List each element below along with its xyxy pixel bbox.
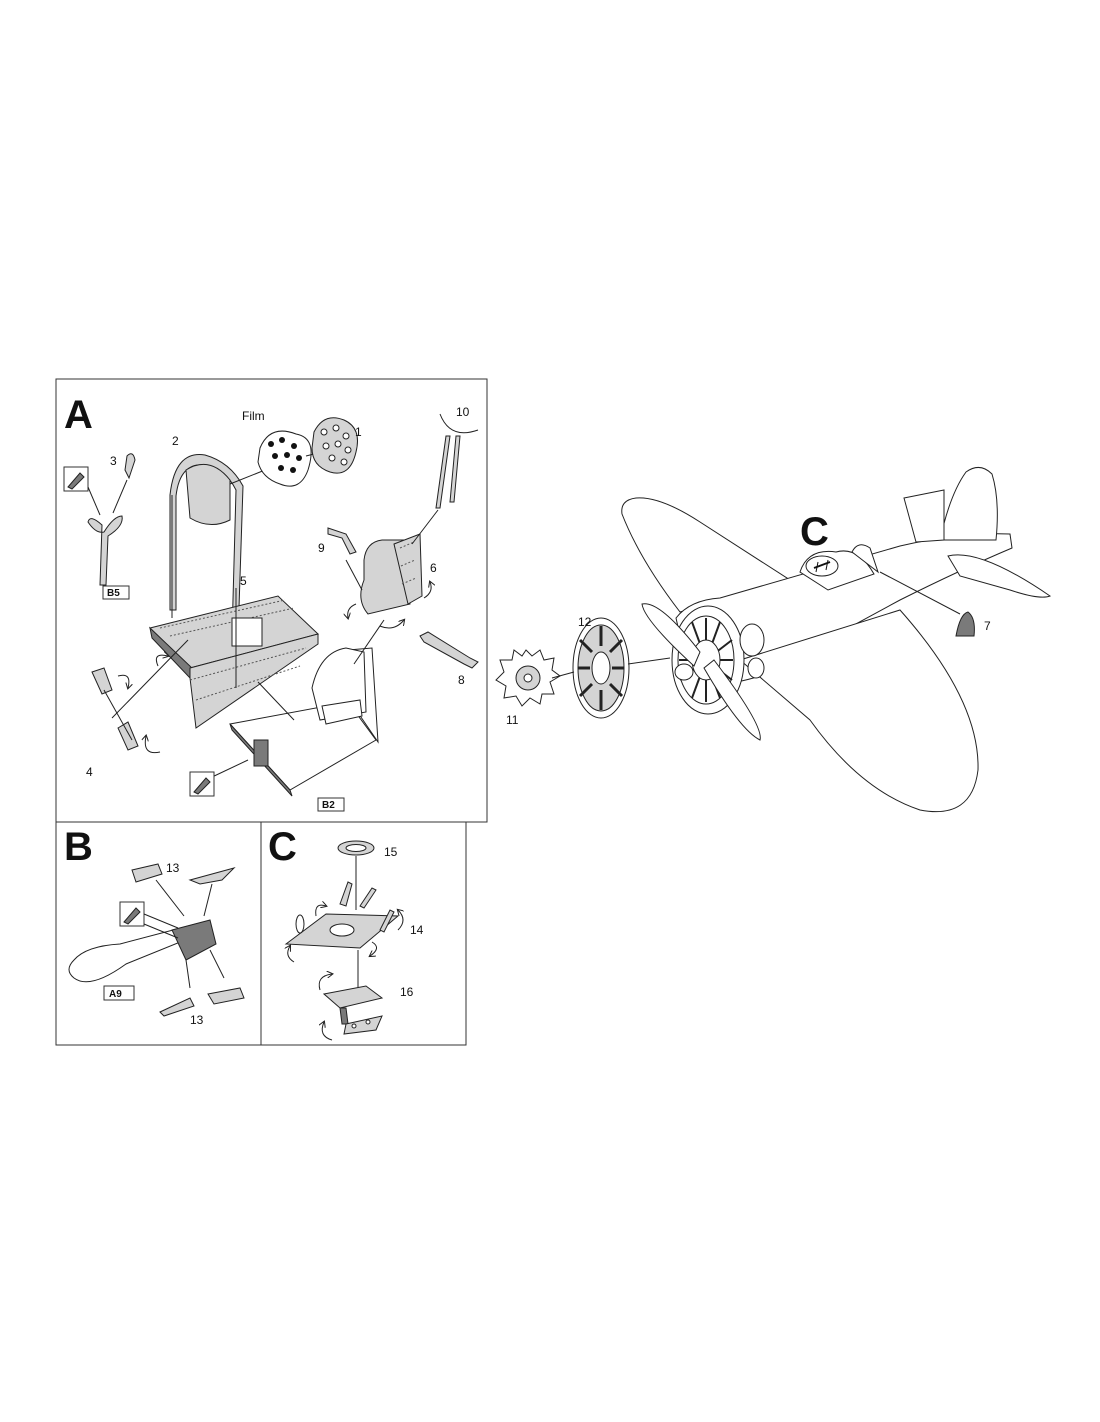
part-4-bracket xyxy=(91,667,139,751)
part-number-14: 14 xyxy=(410,923,424,937)
fold-arrow-icon xyxy=(423,582,431,599)
fold-arrow-icon xyxy=(379,620,404,629)
fold-arrow-icon xyxy=(398,910,403,931)
film-instrument-panel xyxy=(257,430,312,487)
part-number-13: 13 xyxy=(190,1013,204,1027)
part-number-6: 6 xyxy=(430,561,437,575)
part-number-7: 7 xyxy=(984,619,991,633)
part-b5-hook xyxy=(87,515,123,586)
part-number-1: 1 xyxy=(355,425,362,439)
fold-arrow-icon xyxy=(370,941,377,956)
part-1-panel xyxy=(311,417,358,474)
svg-text:B5: B5 xyxy=(107,588,120,599)
part-2-panel xyxy=(185,463,231,525)
part-number-12: 12 xyxy=(578,615,592,629)
film-label: Film xyxy=(242,409,265,423)
part-13-plate xyxy=(159,997,195,1017)
aircraft-callout-letter: C xyxy=(800,510,829,554)
part-5-floor xyxy=(149,595,319,729)
knife-cut-icon xyxy=(63,466,89,492)
part-number-4: 4 xyxy=(86,765,93,779)
part-number-2: 2 xyxy=(172,434,179,448)
panel-a-letter: A xyxy=(64,393,93,437)
part-13-plate xyxy=(188,867,236,885)
part-number-5: 5 xyxy=(240,574,247,588)
part-3-shape xyxy=(124,453,136,480)
fold-arrow-icon xyxy=(348,603,357,618)
part-number-10: 10 xyxy=(456,405,470,419)
part-number-13: 13 xyxy=(166,861,180,875)
panel-a: A B5 xyxy=(55,378,488,823)
knife-cut-icon xyxy=(119,901,145,927)
svg-text:A9: A9 xyxy=(109,989,122,1000)
kit-tag-a9: A9 xyxy=(103,985,135,1001)
panel-c: C 15 14 16 xyxy=(260,821,467,1046)
panel-b-letter: B xyxy=(64,825,93,869)
part-number-11: 11 xyxy=(506,713,519,727)
kit-tag-b5: B5 xyxy=(102,585,130,600)
part-7-mirror xyxy=(955,611,975,637)
part-10-belt xyxy=(449,435,461,503)
panel-c-letter: C xyxy=(268,825,297,869)
fold-arrow-icon xyxy=(318,974,332,991)
knife-cut-icon xyxy=(189,771,215,797)
part-6-seat xyxy=(360,533,423,615)
fold-arrow-icon xyxy=(315,905,326,917)
part-13-plate xyxy=(131,863,163,883)
part-14-mount xyxy=(284,881,400,949)
panel-b: B A9 13 13 xyxy=(55,821,262,1046)
fold-arrow-icon xyxy=(322,1022,333,1041)
kit-tag-b2: B2 xyxy=(317,797,345,812)
fold-arrow-icon xyxy=(155,655,168,667)
part-11-gear-disc xyxy=(495,649,561,707)
part-number-16: 16 xyxy=(400,985,414,999)
part-a9-arm xyxy=(68,923,201,983)
part-8-tube xyxy=(419,631,479,669)
aircraft-illustration xyxy=(621,467,1052,813)
part-number-8: 8 xyxy=(458,673,465,687)
part-number-15: 15 xyxy=(384,845,398,859)
part-10-belt xyxy=(435,435,451,509)
fold-arrow-icon xyxy=(117,674,129,688)
part-12-wheel-disc xyxy=(572,617,630,719)
part-9-pipe xyxy=(327,527,357,555)
fold-arrow-icon xyxy=(288,946,295,963)
fold-arrow-icon xyxy=(145,736,161,754)
part-16-bracket xyxy=(322,985,384,1035)
svg-text:B2: B2 xyxy=(322,800,335,811)
part-13-plate xyxy=(207,987,245,1005)
part-number-3: 3 xyxy=(110,454,117,468)
part-b2-bulkhead xyxy=(229,647,379,797)
part-13-fitting xyxy=(171,919,217,961)
part-number-9: 9 xyxy=(318,541,325,555)
